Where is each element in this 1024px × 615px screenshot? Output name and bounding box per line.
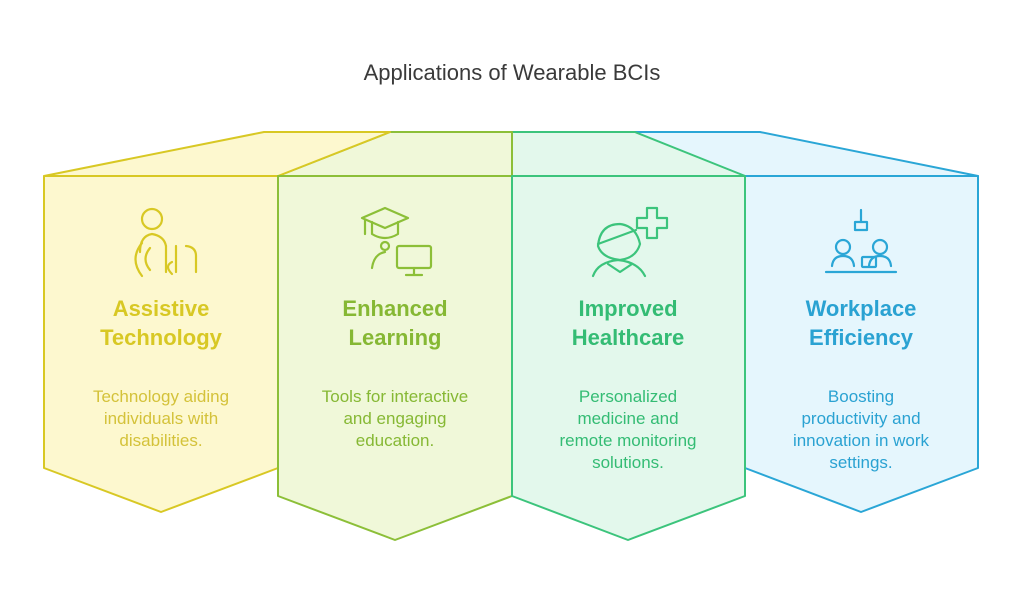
assistive-person-icon — [134, 207, 198, 278]
card-description: Boosting productivity and innovation in … — [745, 386, 977, 474]
card-title-line: Assistive — [112, 296, 210, 321]
card-desc-line: Tools for interactive — [321, 387, 469, 406]
card-title-line: Enhanced — [342, 296, 448, 321]
card-desc-line: medicine and — [577, 409, 679, 428]
card-title-line: Healthcare — [571, 325, 685, 350]
card-title-line: Learning — [348, 325, 442, 350]
card-desc-line: solutions. — [592, 453, 664, 472]
card-title-line: Efficiency — [809, 325, 913, 350]
card-body-assistive — [43, 175, 279, 513]
card-desc-line: remote monitoring — [559, 431, 697, 450]
card-learning: Enhanced Learning Tools for interactive … — [279, 294, 511, 452]
card-desc-line: innovation in work — [792, 431, 930, 450]
card-workplace: Workplace Efficiency Boosting productivi… — [745, 294, 977, 474]
card-description: Personalized medicine and remote monitor… — [512, 386, 744, 474]
card-title-line: Technology — [100, 325, 222, 350]
graduation-computer-icon — [360, 206, 433, 277]
card-healthcare: Improved Healthcare Personalized medicin… — [512, 294, 744, 474]
health-person-icon — [591, 206, 669, 278]
card-description: Tools for interactive and engaging educa… — [279, 386, 511, 452]
card-desc-line: education. — [355, 431, 435, 450]
card-body-healthcare — [511, 175, 746, 541]
card-title: Workplace Efficiency — [745, 294, 977, 352]
card-title-line: Workplace — [805, 296, 917, 321]
card-desc-line: productivity and — [801, 409, 921, 428]
card-title-line: Improved — [578, 296, 678, 321]
card-title: Improved Healthcare — [512, 294, 744, 352]
card-title: Enhanced Learning — [279, 294, 511, 352]
workplace-team-icon — [824, 208, 898, 274]
card-description: Technology aiding individuals with disab… — [45, 386, 277, 452]
card-desc-line: Boosting — [827, 387, 895, 406]
card-desc-line: Technology aiding — [92, 387, 230, 406]
card-title: Assistive Technology — [45, 294, 277, 352]
card-desc-line: individuals with — [103, 409, 219, 428]
card-desc-line: settings. — [829, 453, 893, 472]
diagram-title: Applications of Wearable BCIs — [363, 60, 661, 85]
card-assistive: Assistive Technology Technology aiding i… — [45, 294, 277, 452]
card-desc-line: and engaging — [343, 409, 447, 428]
card-desc-line: Personalized — [578, 387, 678, 406]
card-desc-line: disabilities. — [119, 431, 203, 450]
card-body-learning — [277, 175, 513, 541]
